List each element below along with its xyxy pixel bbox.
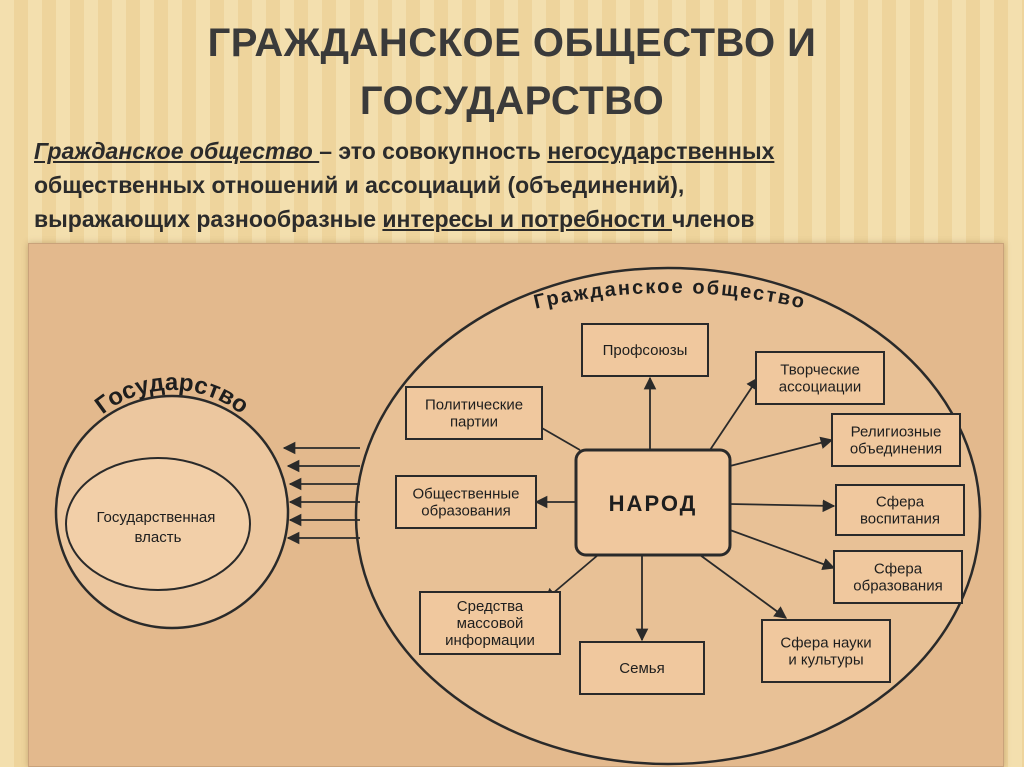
state-power-label: Государственная власть — [96, 509, 219, 546]
box-family-label: Семья — [619, 660, 664, 677]
box-political-parties-rect — [405, 386, 543, 440]
center-label: НАРОД — [609, 491, 698, 516]
box-trade-unions-label: Профсоюзы — [603, 342, 688, 359]
definition-underlined-1: негосударственных — [547, 138, 775, 164]
definition-underlined-2: интересы и потребности — [382, 206, 672, 232]
radial-arrows — [526, 376, 836, 642]
box-creative-associations-rect — [755, 351, 885, 405]
society-to-state-arrows — [282, 441, 360, 545]
box-science-culture-rect — [761, 619, 891, 683]
title-line-1: ГРАЖДАНСКОЕ ОБЩЕСТВО И — [207, 21, 817, 65]
box-family: Семья — [579, 641, 705, 695]
box-family-rect — [579, 641, 705, 695]
center-box — [574, 448, 732, 557]
definition-line-3-end: членов — [671, 206, 755, 232]
box-religious-associations-rect — [831, 413, 961, 467]
definition-term: Гражданское общество — [34, 138, 320, 164]
box-public-organizations-rect — [395, 475, 537, 529]
definition-line-3-start: выражающих разнообразные — [34, 206, 383, 232]
definition-line-2: общественных отношений и ассоциаций (объ… — [34, 172, 685, 198]
box-trade-unions-rect — [581, 323, 709, 377]
box-trade-unions: Профсоюзы — [581, 323, 709, 377]
state-power-ellipse — [65, 457, 251, 591]
definition-dash: – это совокупность — [319, 138, 548, 164]
box-upbringing-rect — [835, 484, 965, 536]
title-line-2: ГОСУДАРСТВО — [359, 79, 665, 123]
box-mass-media-rect — [419, 591, 561, 655]
page-title: ГРАЖДАНСКОЕ ОБЩЕСТВО И ГОСУДАРСТВО — [0, 14, 1024, 130]
definition-text: Гражданское общество – это совокупность … — [34, 134, 1014, 236]
box-education-rect — [833, 550, 963, 604]
